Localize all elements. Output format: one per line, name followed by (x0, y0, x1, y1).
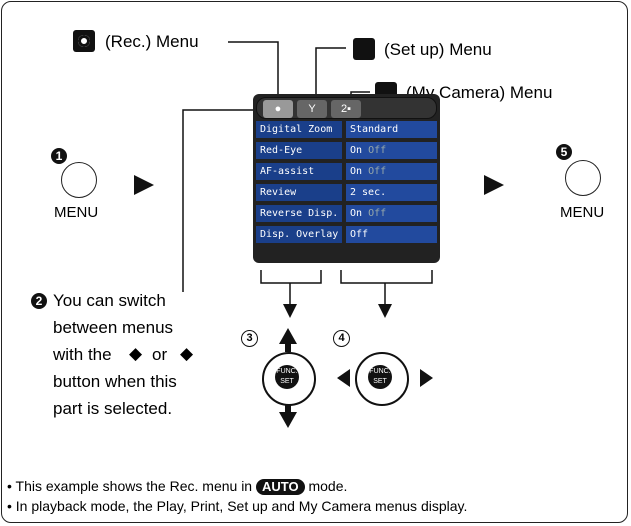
step2-line4: button when this (53, 372, 177, 391)
tab-my-camera[interactable]: 2▪ (331, 100, 361, 118)
left-arrow-icon (337, 369, 350, 387)
step2-line1: You can switch (53, 291, 166, 310)
control-dial-left-right[interactable]: FUNC. SET (355, 352, 409, 406)
right-arrow-icon (420, 369, 433, 387)
step2-line3a: with the (53, 345, 112, 364)
setup-menu-icon (353, 38, 375, 60)
up-arrow-icon (279, 328, 297, 344)
rec-menu-label: (Rec.) Menu (105, 32, 199, 51)
step3-number: 3 (241, 330, 258, 347)
menu-button-step1[interactable] (61, 162, 97, 198)
step2-line5: part is selected. (53, 399, 173, 418)
step5-menu-label: MENU (560, 204, 605, 221)
control-dial-up-down[interactable]: FUNC. SET (262, 352, 316, 406)
arrow-right-1 (134, 175, 154, 195)
right-arrow-icon: ◆ (180, 344, 194, 363)
step1-menu-label: MENU (54, 204, 99, 221)
left-arrow-icon: ◆ (129, 344, 143, 363)
step4-number: 4 (333, 330, 350, 347)
tab-rec[interactable]: ● (263, 100, 293, 118)
down-arrow-icon (279, 412, 297, 428)
note-line1: • This example shows the Rec. menu in AU… (7, 478, 348, 495)
arrow-right-2 (484, 175, 504, 195)
auto-mode-badge: AUTO (255, 479, 305, 495)
step2-line2: between menus (53, 318, 174, 337)
func-set-button[interactable]: FUNC. SET (368, 365, 392, 389)
setup-menu-label: (Set up) Menu (384, 40, 492, 59)
func-set-button[interactable]: FUNC. SET (275, 365, 299, 389)
my-camera-menu-label: (My Camera) Menu (406, 83, 553, 102)
step5-number: 5 (556, 144, 572, 160)
step2-number: 2 (31, 293, 47, 309)
note-line2: • In playback mode, the Play, Print, Set… (7, 498, 468, 514)
tab-setup[interactable]: Y (297, 100, 327, 118)
menu-tabs: ● Y 2▪ (256, 97, 437, 119)
menu-row[interactable]: Reverse Disp.On Off (256, 205, 437, 222)
rec-menu-icon (73, 30, 95, 52)
step2-line3b: or (152, 345, 168, 364)
menu-button-step5[interactable] (565, 160, 601, 196)
step1-number: 1 (51, 148, 67, 164)
